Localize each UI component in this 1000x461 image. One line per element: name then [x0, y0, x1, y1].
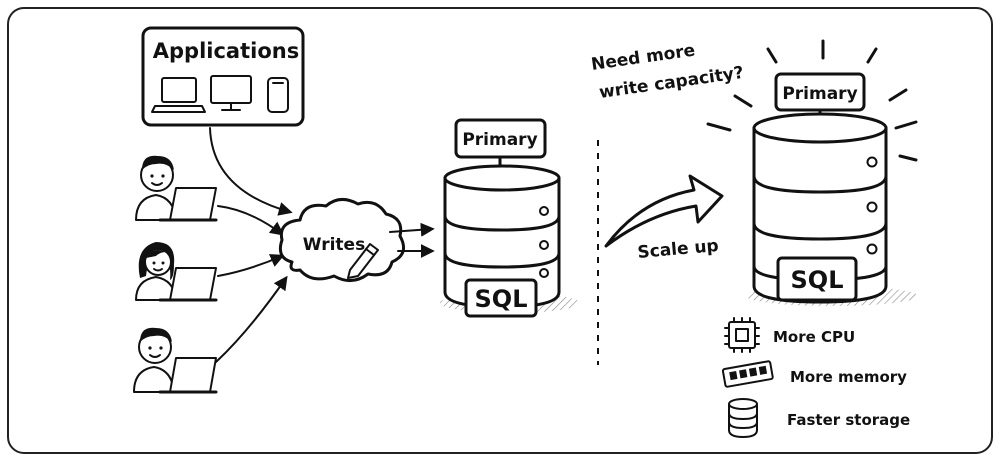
applications-box: Applications	[141, 26, 305, 127]
upgrade-label-storage: Faster storage	[787, 411, 910, 429]
storage-disk-icon	[728, 398, 758, 438]
user-2-avatar	[135, 242, 218, 302]
laptop-icon	[151, 77, 206, 113]
pencil-icon	[347, 243, 379, 279]
arrow-user2-to-writes	[217, 254, 285, 277]
phone-icon	[267, 77, 289, 113]
upgrade-label-cpu: More CPU	[773, 328, 855, 346]
right-primary-label: Primary	[782, 84, 857, 104]
left-primary-label: Primary	[462, 130, 537, 150]
right-sql-database: SQL	[746, 112, 918, 306]
left-sql-database: SQL	[440, 164, 580, 318]
arrow-user1-to-writes	[217, 205, 285, 236]
left-sql-label: SQL	[475, 285, 528, 313]
memory-stick-icon	[721, 360, 774, 388]
right-primary-sign: Primary	[774, 72, 866, 122]
cpu-chip-icon	[724, 317, 760, 353]
upgrade-more-cpu: More CPU	[724, 317, 855, 353]
writes-label: Writes	[303, 235, 365, 255]
user-1-avatar	[135, 155, 218, 222]
upgrade-label-memory: More memory	[790, 368, 907, 386]
writes-cloud: Writes	[278, 198, 406, 282]
glow-lines	[706, 39, 918, 162]
arrow-user3-to-writes	[215, 275, 288, 363]
arrow-writes-to-db-1	[389, 222, 435, 237]
user-3-avatar	[133, 327, 218, 394]
left-primary-sign: Primary	[454, 118, 547, 172]
upgrade-faster-storage: Faster storage	[728, 398, 910, 438]
monitor-icon	[210, 75, 252, 111]
applications-label: Applications	[153, 39, 299, 63]
arrow-applications-to-writes	[209, 127, 293, 216]
right-sql-label: SQL	[791, 266, 844, 294]
scale-up-arrow	[604, 174, 724, 248]
upgrade-more-memory: More memory	[721, 360, 907, 388]
